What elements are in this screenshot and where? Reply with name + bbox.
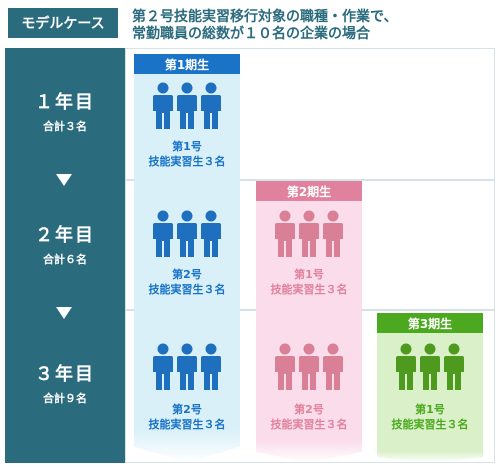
year-sidebar: １年目 合計３名 ２年目 合計６名 ３年目 合計９名 (5, 48, 125, 463)
person-icon (201, 210, 221, 257)
person-icon (323, 210, 343, 257)
cohort-2-people-year-2 (256, 210, 362, 258)
cohort-3-label: 第3期生 (377, 313, 483, 333)
caption-line-1: 第1号 (294, 268, 324, 281)
caption-line-1: 第1号 (415, 403, 445, 416)
cohort-1-people-year-3 (134, 343, 240, 391)
caption-year-3-cohort-1: 第2号 技能実習生３名 (134, 402, 240, 432)
cohort-1-label: 第1期生 (134, 54, 240, 74)
caption-line-2: 技能実習生３名 (270, 418, 348, 431)
caption-line-1: 第2号 (172, 268, 202, 281)
caption-line-1: 第2号 (294, 403, 324, 416)
person-icon (420, 343, 440, 390)
person-icon (153, 210, 173, 257)
cohort-3-people-year-3 (377, 343, 483, 391)
person-icon (201, 343, 221, 390)
person-icon (323, 343, 343, 390)
caption-year-2-cohort-2: 第1号 技能実習生３名 (256, 267, 362, 297)
caption-line-2: 技能実習生３名 (148, 283, 226, 296)
person-icon (299, 210, 319, 257)
header-line-1: 第２号技能実習移行対象の職種・作業で、 (132, 9, 398, 25)
person-icon (444, 343, 464, 390)
person-icon (201, 82, 221, 129)
year-3-title: ３年目 (35, 364, 95, 385)
down-arrow-icon (56, 307, 72, 319)
year-1-title: １年目 (35, 92, 95, 113)
person-icon (396, 343, 416, 390)
header-description: 第２号技能実習移行対象の職種・作業で、 常勤職員の総数が１０名の企業の場合 (132, 9, 492, 43)
year-3-total: 合計９名 (43, 392, 87, 405)
caption-year-1-cohort-1: 第1号 技能実習生３名 (134, 139, 240, 169)
caption-year-3-cohort-2: 第2号 技能実習生３名 (256, 402, 362, 432)
caption-line-1: 第1号 (172, 140, 202, 153)
cohort-1-people-year-2 (134, 210, 240, 258)
caption-line-2: 技能実習生３名 (148, 155, 226, 168)
person-icon (275, 343, 295, 390)
person-icon (153, 343, 173, 390)
caption-year-2-cohort-1: 第2号 技能実習生３名 (134, 267, 240, 297)
person-icon (275, 210, 295, 257)
cohort-2-label: 第2期生 (256, 181, 362, 201)
year-2-title: ２年目 (35, 225, 95, 246)
caption-line-1: 第2号 (172, 403, 202, 416)
caption-line-2: 技能実習生３名 (391, 418, 469, 431)
person-icon (177, 343, 197, 390)
cohort-1-column (134, 54, 240, 463)
cohort-3-column (377, 313, 483, 463)
year-2-block: ２年目 合計６名 (5, 221, 125, 267)
person-icon (153, 82, 173, 129)
caption-line-2: 技能実習生３名 (270, 283, 348, 296)
year-3-block: ３年目 合計９名 (5, 360, 125, 406)
caption-line-2: 技能実習生３名 (148, 418, 226, 431)
caption-year-3-cohort-3: 第1号 技能実習生３名 (377, 402, 483, 432)
year-1-block: １年目 合計３名 (5, 88, 125, 134)
header-line-2: 常勤職員の総数が１０名の企業の場合 (132, 26, 370, 42)
model-case-badge: モデルケース (8, 8, 118, 38)
person-icon (177, 82, 197, 129)
year-1-total: 合計３名 (43, 120, 87, 133)
year-2-total: 合計６名 (43, 253, 87, 266)
cohort-2-people-year-3 (256, 343, 362, 391)
person-icon (299, 343, 319, 390)
down-arrow-icon (56, 174, 72, 186)
cohort-1-people-year-1 (134, 82, 240, 130)
person-icon (177, 210, 197, 257)
